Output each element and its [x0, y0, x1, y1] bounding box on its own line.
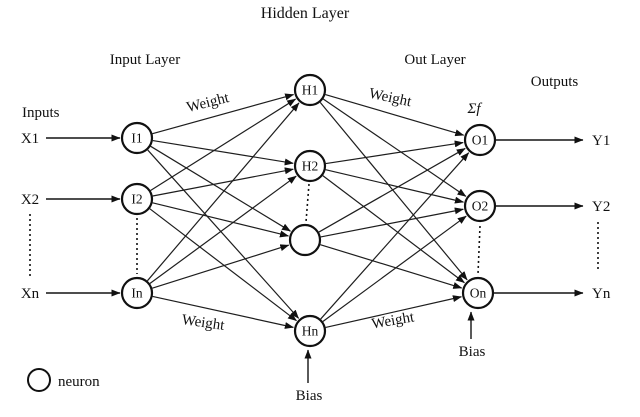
neuron-node-unlabeled [288, 223, 322, 257]
weight-edge [320, 207, 464, 238]
weight-edge [322, 98, 467, 197]
weight-edge [150, 98, 297, 191]
weight-edge [322, 175, 465, 284]
weight-edge [319, 101, 468, 281]
weight-edge [147, 149, 300, 319]
neuron-node-I2 [120, 182, 154, 216]
neuron-node-O1 [463, 123, 497, 157]
neuron-node-On [461, 276, 495, 310]
legend-neuron-icon [27, 368, 51, 392]
weight-edge [318, 147, 466, 233]
weight-edge [152, 93, 295, 135]
neuron-node-label: O2 [472, 199, 489, 214]
hidden-layer-label: Hidden Layer [260, 5, 350, 22]
weight-edge [150, 145, 291, 232]
weight-edge [146, 102, 300, 282]
neuron-node-label: In [131, 286, 142, 301]
input-signal-label: Xn [21, 286, 40, 302]
neuron-node-H2 [293, 149, 327, 183]
weight-edge [320, 152, 470, 320]
ellipsis-dots [29, 183, 599, 278]
weight-edge [152, 244, 290, 289]
bias-hidden-label: Bias [295, 388, 323, 404]
neuron-node-H1 [293, 73, 327, 107]
input-signal-label: X1 [21, 131, 39, 147]
neuron-node-label: Hn [302, 324, 319, 339]
bias-output-label: Bias [458, 344, 486, 360]
neuron-node-label: I1 [131, 131, 142, 146]
ellipsis-connector [305, 183, 310, 223]
weight-edges [146, 93, 470, 329]
neuron-node-label: H1 [302, 83, 319, 98]
weight-edge [149, 175, 297, 285]
neuron-node-I1 [120, 121, 154, 155]
neuron-node-label: I2 [131, 192, 142, 207]
neuron-node-In [120, 276, 154, 310]
weight-edge [152, 295, 294, 329]
neuron-node-label: O1 [472, 133, 489, 148]
weight-edge [152, 202, 289, 238]
weight-edge [325, 93, 465, 137]
neuron-node-label: H2 [302, 159, 319, 174]
ellipsis-connector [477, 225, 481, 275]
neuron-node-O2 [463, 189, 497, 223]
weight-edge [152, 139, 294, 166]
inputs-label: Inputs [22, 105, 60, 121]
output-signal-label: Yn [592, 286, 611, 302]
weight-edge [149, 208, 297, 322]
weight-edge [325, 140, 464, 165]
output-signal-label: Y1 [592, 133, 610, 149]
input-signal-label: X2 [21, 192, 39, 208]
neuron-node-Hn [293, 314, 327, 348]
weight-edge [325, 295, 462, 329]
neuron-node-label: On [470, 286, 487, 301]
output-signal-label: Y2 [592, 199, 610, 215]
outputs-label: Outputs [530, 74, 579, 90]
weight-edge [152, 167, 294, 197]
weight-edge [325, 169, 464, 204]
weight-edge [322, 215, 467, 323]
sigma-f-label: Σf [467, 101, 481, 117]
weight-edge [320, 244, 463, 289]
out-layer-label: Out Layer [404, 52, 466, 68]
input-layer-label: Input Layer [109, 52, 181, 68]
legend-neuron-label: neuron [58, 374, 100, 390]
